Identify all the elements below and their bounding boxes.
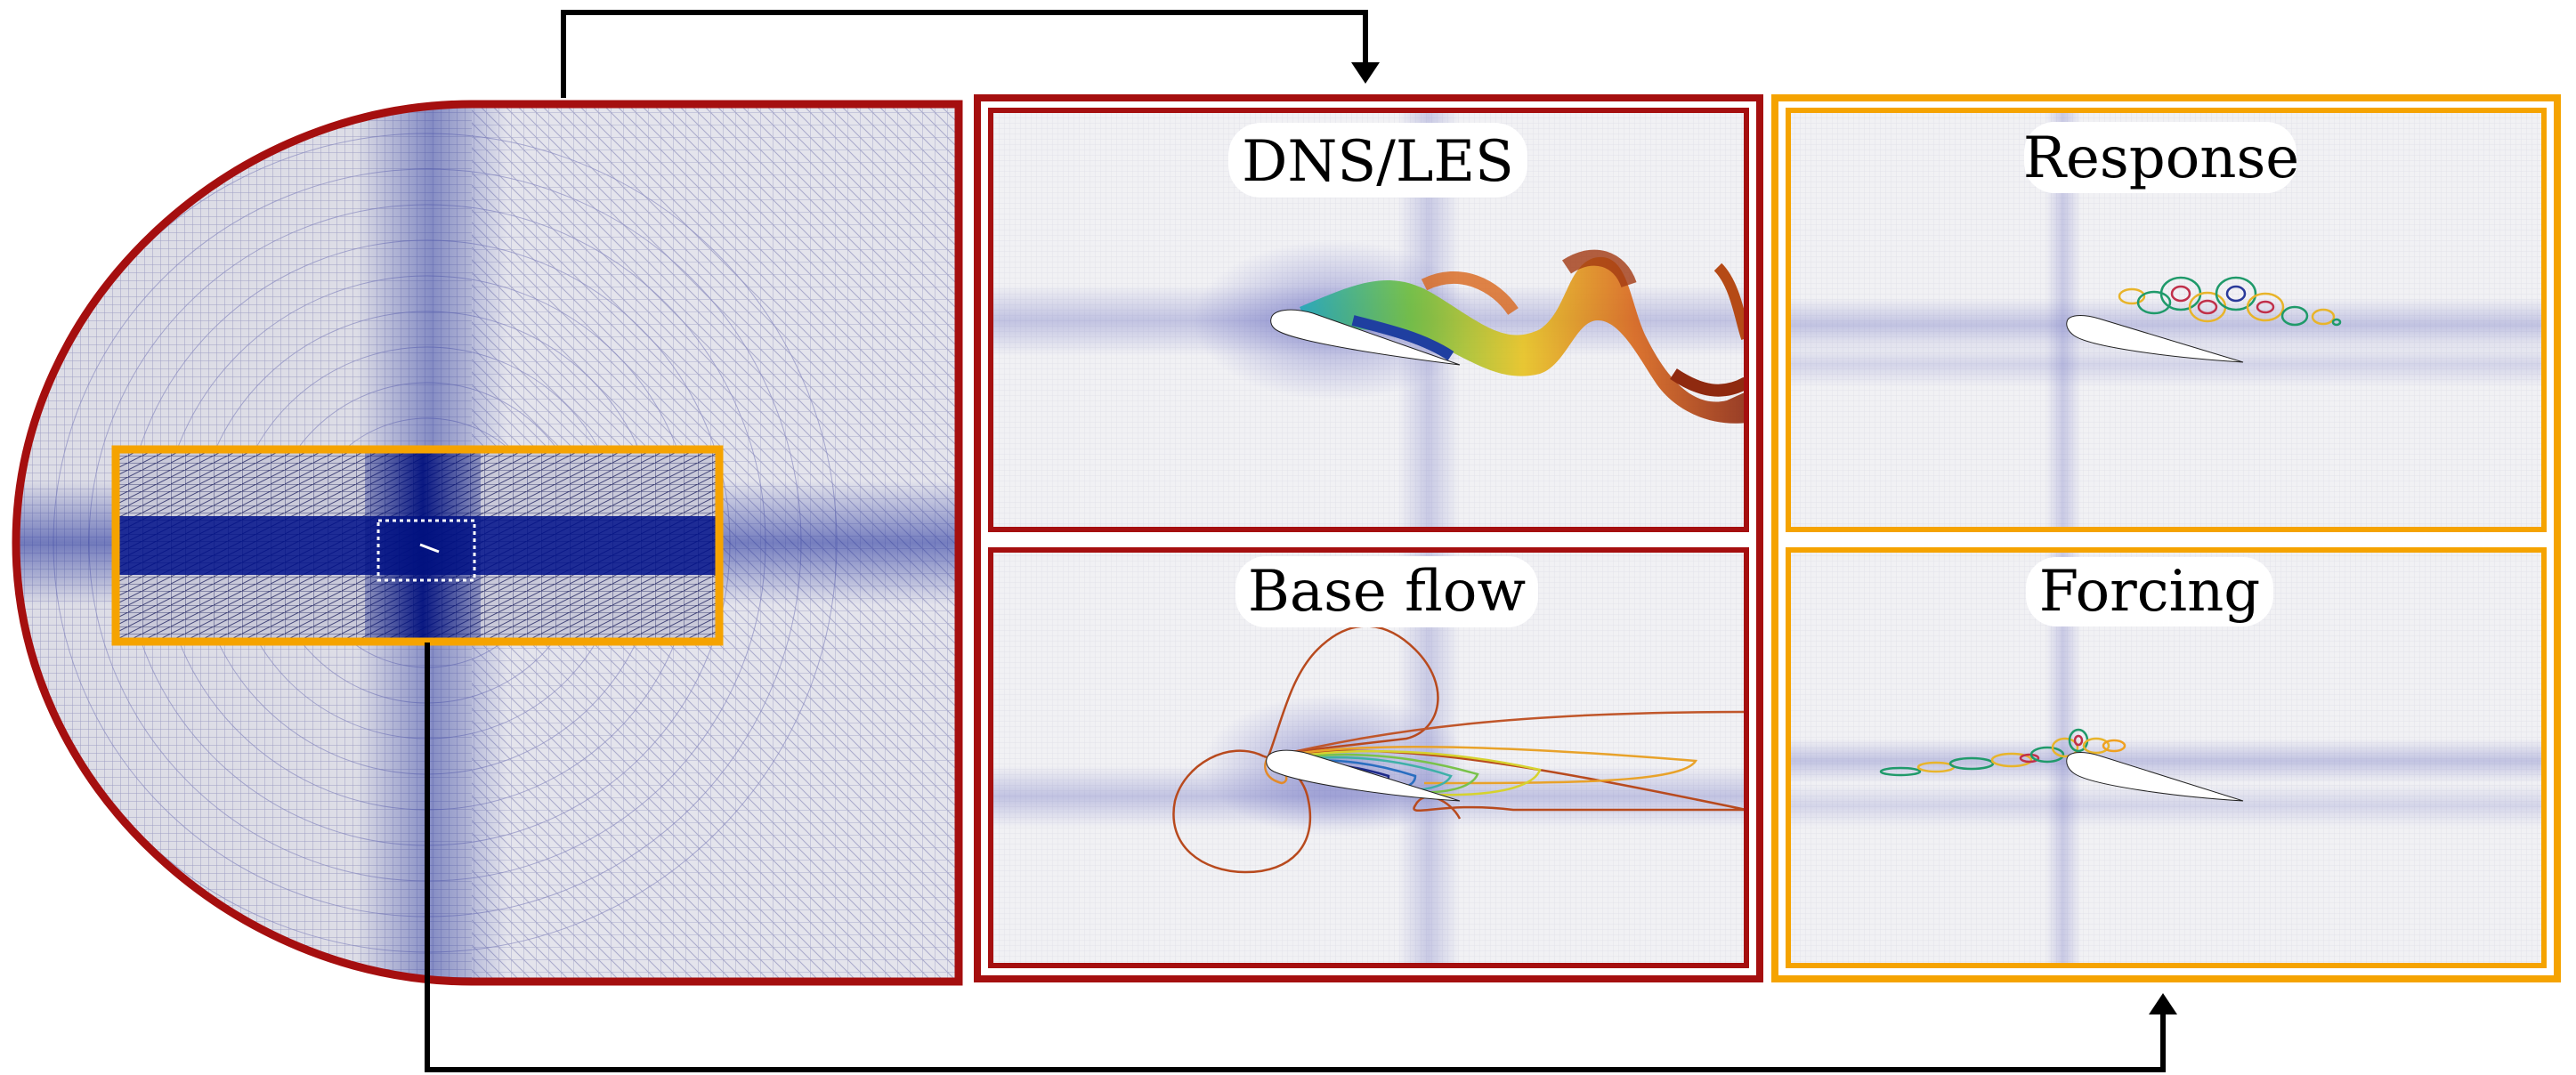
nonlinear-frame <box>974 94 1763 982</box>
arrow-to-dns-les <box>561 10 1380 98</box>
forcing-mode-contours <box>1879 728 2126 777</box>
airfoil <box>1266 749 1461 802</box>
arrow-to-linear-analysis <box>425 643 2177 1072</box>
label-dns-les: DNS/LES <box>1242 129 1514 195</box>
panel-dns-les: DNS/LES <box>988 108 1749 532</box>
linear-frame <box>1771 94 2561 982</box>
panel-forcing: Forcing <box>1786 547 2547 968</box>
label-response: Response <box>2023 125 2299 191</box>
airfoil <box>2066 752 2244 802</box>
label-forcing: Forcing <box>2039 559 2261 625</box>
panel-response: Response <box>1786 108 2547 532</box>
panel-base-flow: Base flow <box>988 547 1749 968</box>
airfoil <box>2066 315 2244 363</box>
vortex-structures <box>1300 249 1746 424</box>
airfoil <box>1270 309 1461 366</box>
response-mode-contours <box>2118 276 2342 327</box>
airfoil-mini <box>419 543 440 554</box>
label-base-flow: Base flow <box>1248 559 1526 625</box>
linear-subdomain-mesh <box>111 445 724 646</box>
